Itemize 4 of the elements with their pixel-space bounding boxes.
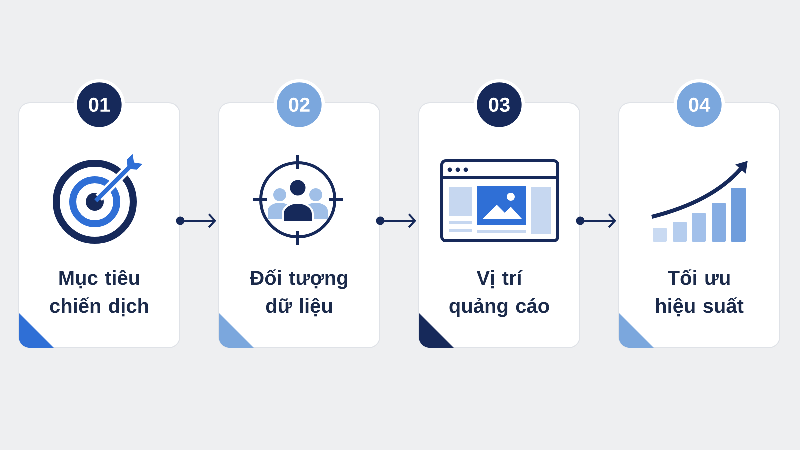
number-badge: 01 bbox=[74, 79, 126, 131]
number-badge: 02 bbox=[274, 79, 326, 131]
number-badge: 04 bbox=[674, 79, 726, 131]
number-badge: 03 bbox=[474, 79, 526, 131]
